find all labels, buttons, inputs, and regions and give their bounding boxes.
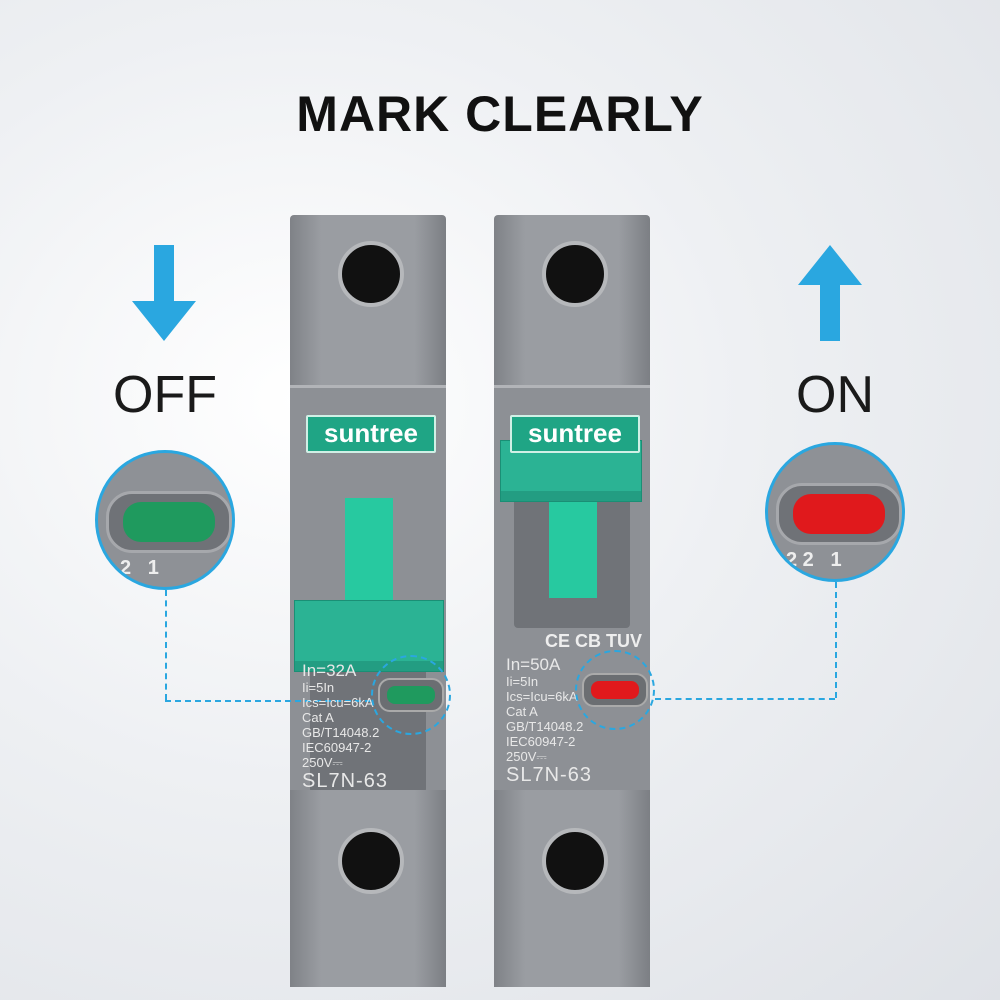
green-indicator-lamp <box>123 502 215 542</box>
off-label: OFF <box>113 366 217 424</box>
callout-line <box>835 582 837 698</box>
brand-plate: suntree <box>510 415 640 453</box>
certification-marks: CE CB TUV <box>544 631 642 651</box>
callout-circle-right <box>575 650 655 730</box>
on-label: ON <box>796 366 874 424</box>
screw-hole-bottom <box>542 828 608 894</box>
callout-line <box>655 698 835 700</box>
callout-line <box>165 590 167 700</box>
toggle-handle[interactable] <box>294 600 444 672</box>
screw-hole-top <box>338 241 404 307</box>
terminal-numbers: 2 2 1 <box>786 549 842 571</box>
on-indicator-zoom: 2 2 1 <box>765 442 905 582</box>
screw-hole-top <box>542 241 608 307</box>
red-indicator-lamp <box>793 494 885 534</box>
arrow-up-icon <box>798 245 862 341</box>
off-indicator-zoom: 2 1 <box>95 450 235 590</box>
terminal-numbers: 2 1 <box>120 557 159 579</box>
callout-line <box>165 700 371 702</box>
brand-plate: suntree <box>306 415 436 453</box>
screw-hole-bottom <box>338 828 404 894</box>
page-title: MARK CLEARLY <box>296 86 704 142</box>
arrow-down-icon <box>132 245 196 341</box>
callout-circle-left <box>371 655 451 735</box>
